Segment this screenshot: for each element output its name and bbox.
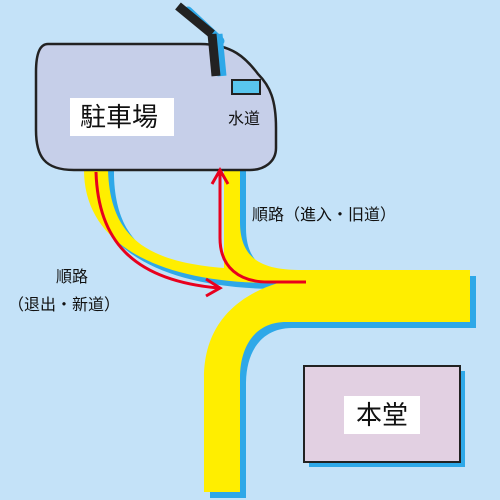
route-in-label: 順路（進入・旧道） (252, 205, 396, 224)
entry-arrowhead (210, 166, 230, 185)
water-tap: 水道 (228, 79, 261, 128)
main-hall: 本堂 (303, 365, 465, 467)
parking-label-box: 駐車場 (70, 98, 174, 136)
main-hall-label: 本堂 (356, 401, 408, 431)
route-out-label-2: （退出・新道） (8, 295, 120, 314)
parking-label: 駐車場 (80, 103, 158, 133)
route-out-label-1: 順路 (56, 267, 88, 286)
water-label: 水道 (228, 109, 260, 128)
entry-route-arrow (218, 172, 306, 284)
parking-pole (175, 2, 227, 77)
exit-route-arrow (94, 171, 219, 290)
exit-arrowhead (205, 277, 223, 298)
route-arrows (94, 166, 306, 298)
